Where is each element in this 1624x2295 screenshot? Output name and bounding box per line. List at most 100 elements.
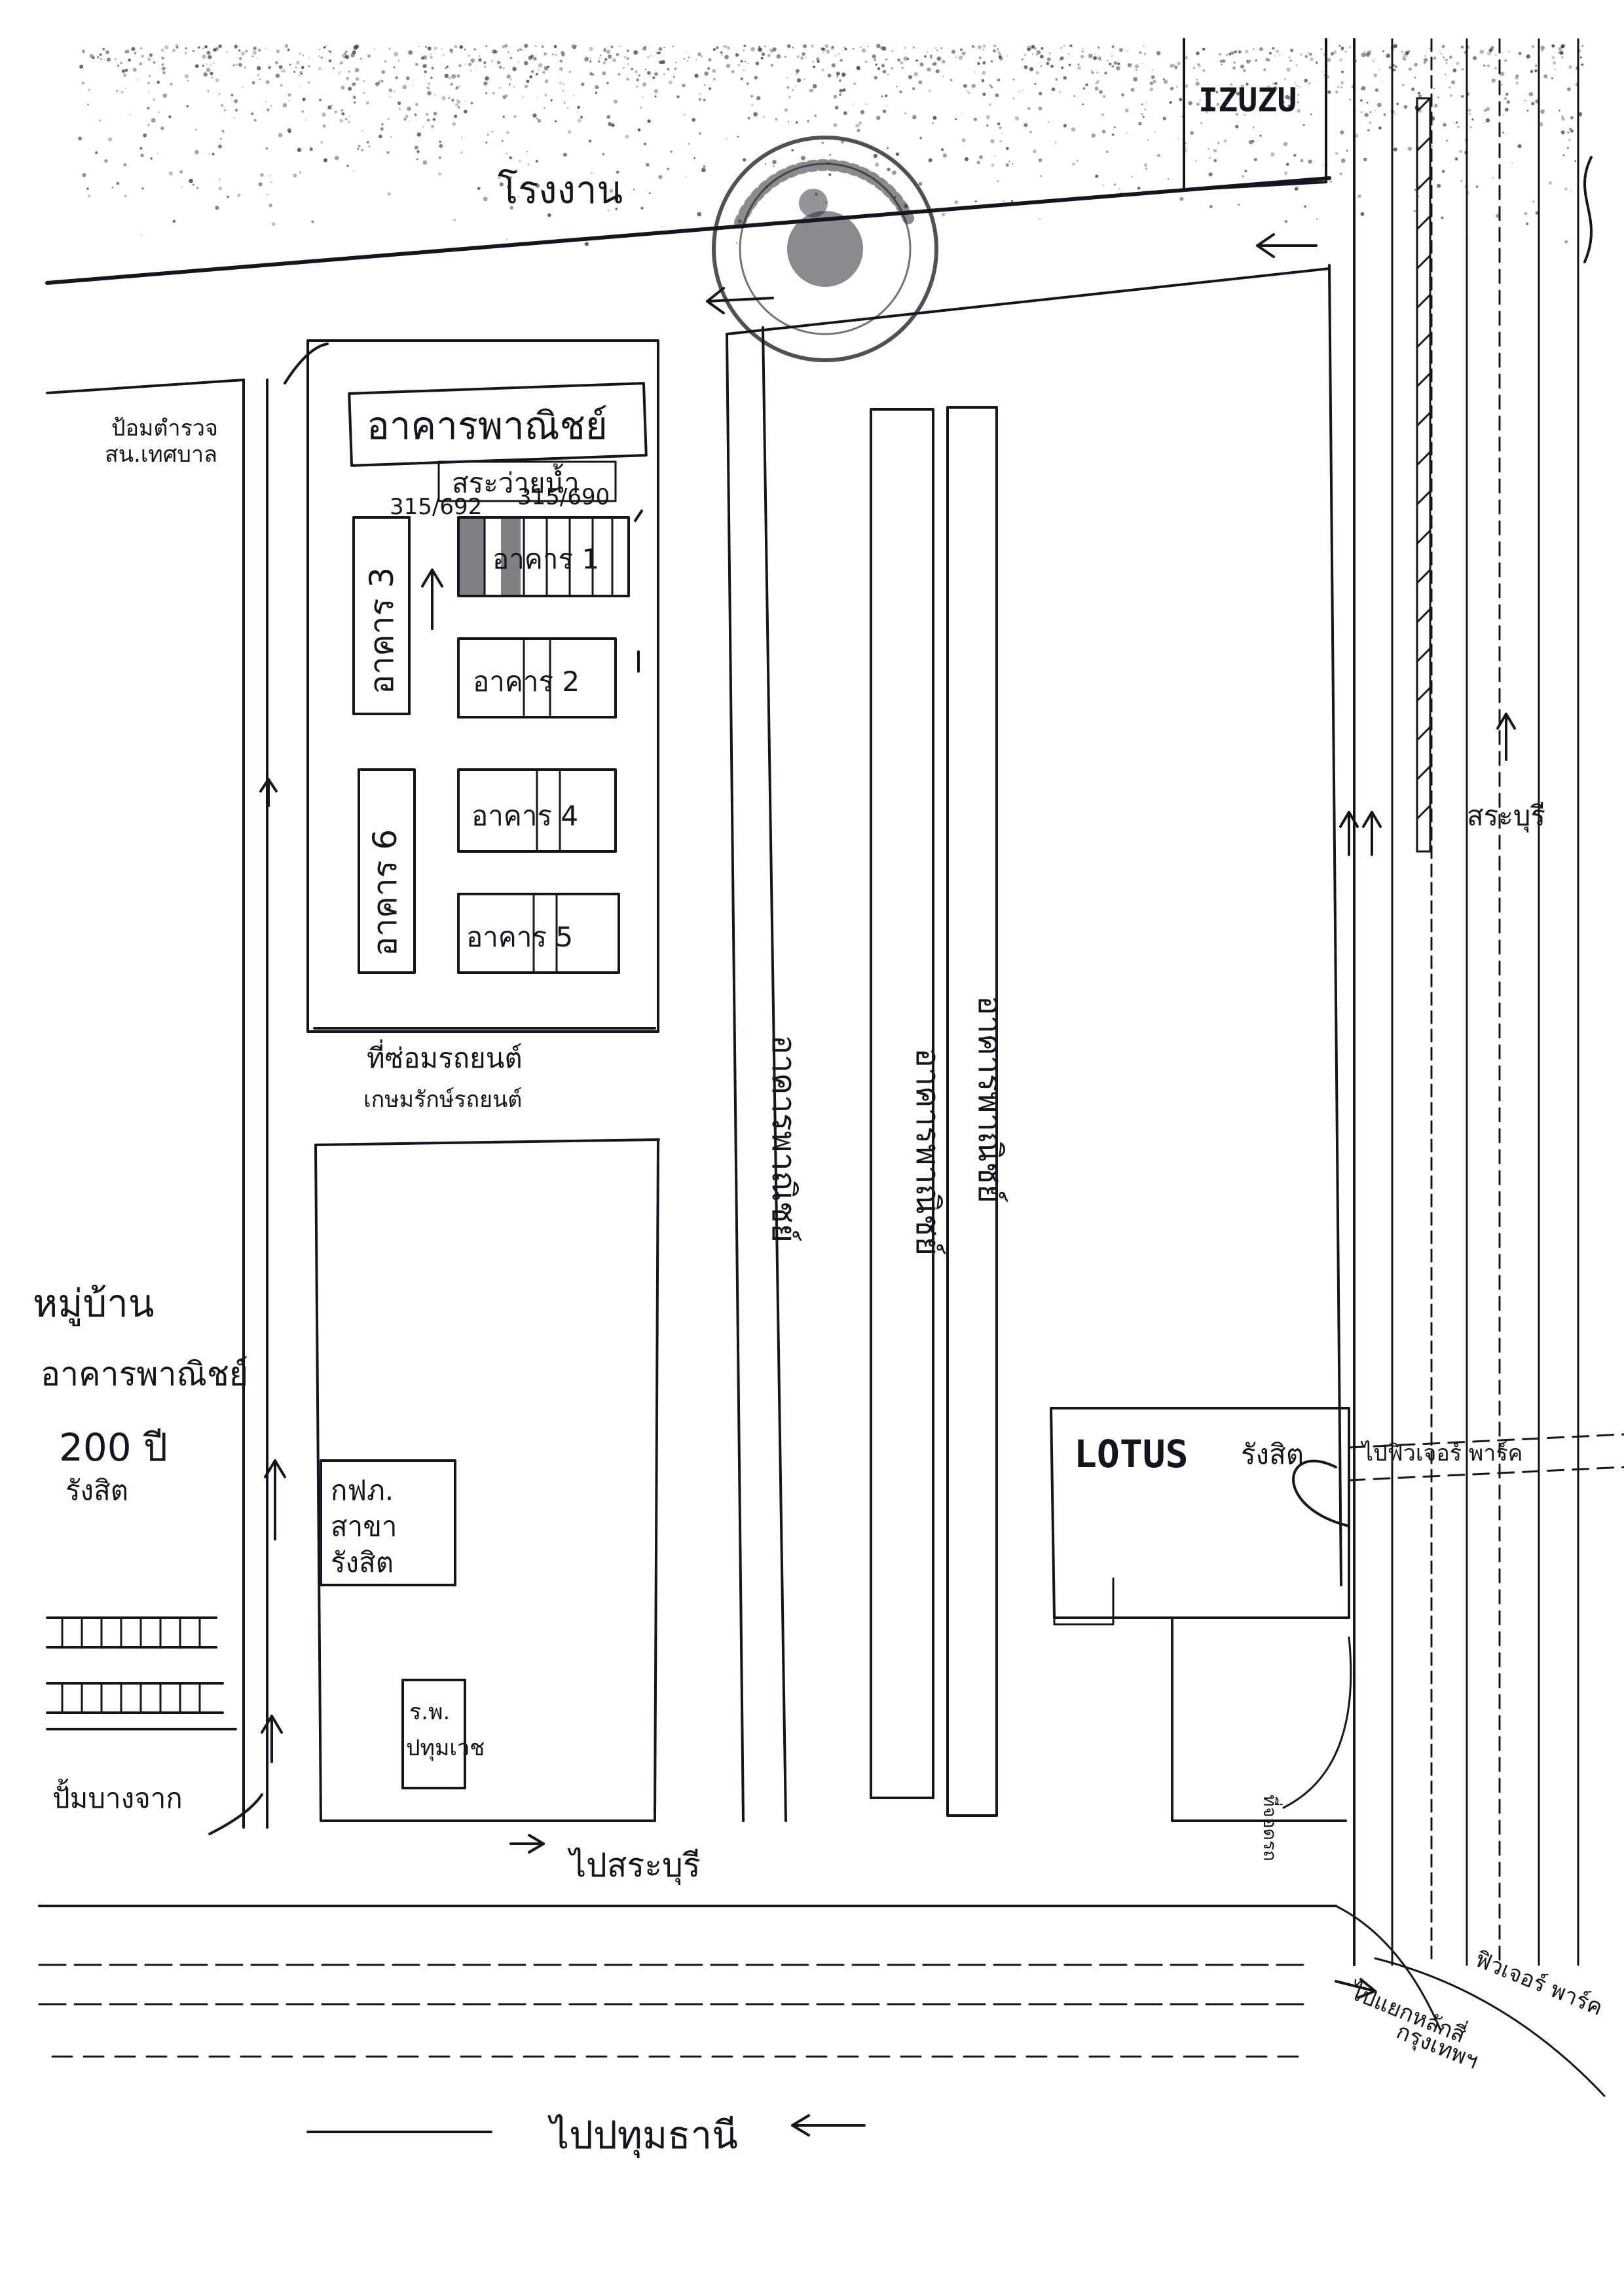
- speckle: [1284, 78, 1286, 81]
- speckle: [422, 126, 424, 128]
- speckle: [1096, 71, 1099, 74]
- speckle: [857, 128, 860, 132]
- speckle: [654, 95, 657, 98]
- speckle: [758, 47, 762, 52]
- speckle: [1177, 62, 1181, 65]
- speckle: [1561, 56, 1564, 58]
- speckle: [836, 75, 839, 78]
- speckle: [1526, 109, 1529, 112]
- speckle: [699, 93, 701, 95]
- speckle: [1217, 141, 1220, 144]
- speckle: [1245, 49, 1249, 54]
- speckle: [529, 75, 532, 79]
- speckle: [1373, 60, 1375, 62]
- speckle: [506, 74, 511, 79]
- speckle: [1209, 105, 1213, 110]
- speckle: [1034, 47, 1037, 50]
- speckle: [669, 80, 673, 84]
- speckle: [219, 178, 221, 180]
- speckle: [1501, 84, 1503, 86]
- speckle: [278, 65, 283, 69]
- speckle: [1208, 172, 1213, 177]
- speckle: [1299, 86, 1301, 88]
- speckle: [1467, 109, 1471, 112]
- speckle: [461, 136, 463, 138]
- speckle: [695, 59, 697, 60]
- speckle: [1073, 95, 1075, 97]
- speckle: [415, 62, 418, 66]
- speckle: [265, 101, 267, 103]
- speckle: [502, 95, 507, 100]
- speckle: [463, 109, 468, 114]
- speckle: [881, 64, 885, 67]
- speckle: [363, 80, 365, 82]
- speckle: [131, 47, 136, 51]
- speckle: [1095, 174, 1099, 178]
- speckle: [455, 86, 459, 90]
- speckle: [735, 53, 739, 57]
- speckle: [121, 69, 126, 73]
- speckle: [377, 81, 381, 84]
- speckle: [526, 79, 530, 83]
- speckle: [408, 50, 413, 55]
- speckle: [448, 97, 450, 99]
- speckle: [123, 163, 127, 166]
- speckle: [1507, 50, 1510, 52]
- speckle: [1273, 86, 1278, 91]
- speckle: [977, 62, 980, 65]
- speckle: [509, 206, 514, 210]
- speckle: [1515, 74, 1519, 77]
- speckle: [1126, 50, 1129, 52]
- speckle: [577, 111, 579, 113]
- speckle: [172, 48, 176, 53]
- speckle: [997, 78, 1001, 82]
- speckle: [652, 76, 655, 79]
- speckle: [533, 57, 537, 61]
- speckle: [220, 138, 222, 140]
- speckle: [522, 96, 524, 98]
- speckle: [270, 104, 272, 107]
- speckle: [559, 82, 561, 84]
- speckle: [684, 114, 686, 116]
- speckle: [1338, 45, 1341, 47]
- building-6-label: อาคาร 6: [366, 829, 404, 956]
- speckle: [559, 60, 563, 63]
- speckle: [103, 59, 105, 60]
- speckle: [202, 54, 206, 59]
- utility-office-label-1: กฟภ.: [331, 1474, 394, 1506]
- speckle: [693, 157, 695, 159]
- speckle: [1149, 81, 1154, 85]
- left-parking-rows: [46, 1616, 237, 1730]
- speckle: [213, 47, 218, 52]
- speckle: [1393, 68, 1396, 71]
- speckle: [1363, 50, 1366, 53]
- central-road-left: [726, 333, 745, 1822]
- speckle: [327, 105, 332, 110]
- speckle: [176, 47, 179, 49]
- speckle: [1518, 52, 1522, 56]
- speckle: [432, 118, 436, 121]
- lotus-building: [1050, 1407, 1350, 1619]
- speckle: [128, 58, 131, 61]
- speckle: [877, 67, 881, 71]
- bottom-curve: [1335, 1905, 1442, 2032]
- speckle: [644, 46, 646, 48]
- speckle: [430, 56, 433, 59]
- speckle: [1121, 93, 1125, 97]
- speckle: [1204, 93, 1207, 96]
- saraburi-right-label: สระบุรี: [1467, 800, 1545, 833]
- speckle: [1361, 86, 1366, 90]
- speckle: [117, 64, 120, 67]
- speckle: [598, 60, 600, 63]
- speckle: [740, 60, 743, 63]
- commercial-compound: [306, 339, 659, 1033]
- speckle: [297, 147, 302, 153]
- speckle: [206, 67, 211, 73]
- speckle: [478, 58, 482, 62]
- speckle: [1559, 50, 1564, 55]
- speckle: [132, 67, 137, 72]
- speckle: [100, 58, 102, 60]
- speckle: [1050, 64, 1054, 68]
- parking-label: ที่จอดรถ: [1259, 1795, 1283, 1861]
- speckle: [840, 140, 845, 144]
